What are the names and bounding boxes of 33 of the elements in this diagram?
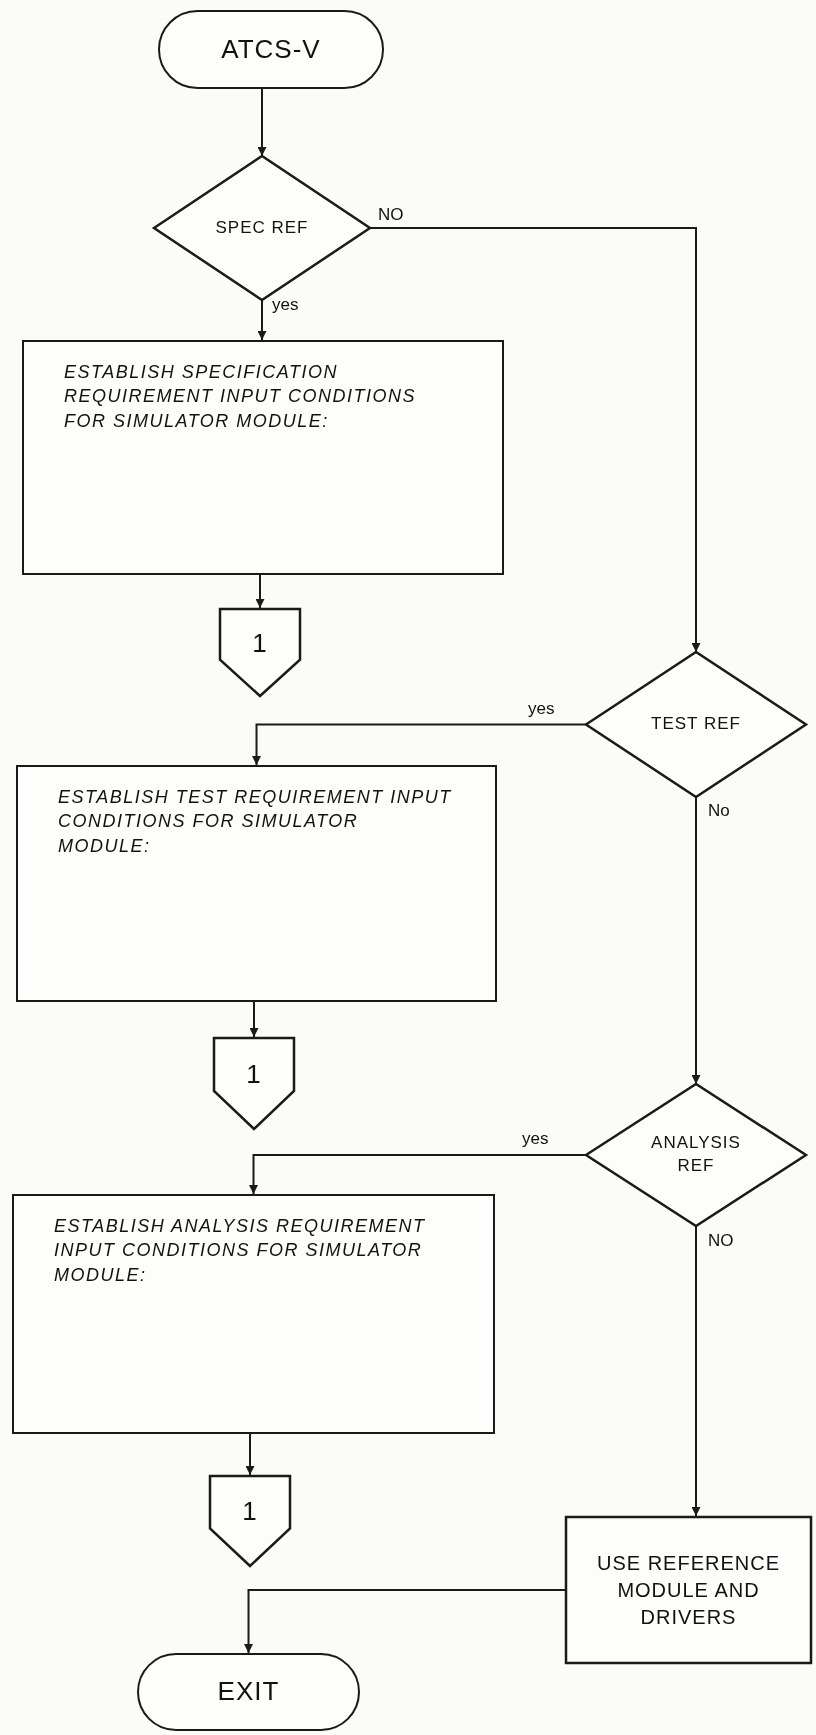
decision-diamond xyxy=(154,156,370,300)
off-page-connector xyxy=(213,1037,295,1130)
node-text: TEST REF xyxy=(651,713,741,736)
node-text: ANALYSIS REF xyxy=(650,1132,742,1177)
off-page-connector xyxy=(219,608,301,697)
arrow xyxy=(369,227,701,653)
arrow xyxy=(249,1154,587,1195)
process-box xyxy=(565,1516,812,1664)
process-box xyxy=(22,340,504,575)
arrow xyxy=(257,299,267,341)
arrow xyxy=(249,1001,259,1038)
node-text: EXIT xyxy=(217,1675,280,1709)
arrow xyxy=(691,1225,701,1517)
off-page-connector xyxy=(209,1475,291,1567)
node-text: 1 xyxy=(242,1495,258,1529)
process-box xyxy=(12,1194,495,1434)
process-box xyxy=(16,765,497,1002)
arrow xyxy=(244,1589,566,1654)
node-text: ESTABLISH SPECIFICATION REQUIREMENT INPUT CONDITIONS FOR SIMULATOR MODULE: xyxy=(64,361,417,433)
decision-diamond xyxy=(586,1084,806,1226)
node-text: USE REFERENCE MODULE AND DRIVERS xyxy=(596,1550,781,1630)
arrow xyxy=(691,796,701,1085)
arrow xyxy=(257,88,267,157)
arrow xyxy=(245,1433,255,1476)
arrow xyxy=(255,574,265,609)
decision-diamond xyxy=(586,652,806,797)
node-text: ESTABLISH TEST REQUIREMENT INPUT CONDITIONS FOR SIMULATOR MODULE: xyxy=(58,786,453,858)
arrow xyxy=(252,723,587,766)
node-text: 1 xyxy=(252,626,268,660)
node-text: SPEC REF xyxy=(215,216,309,239)
node-text: 1 xyxy=(246,1057,262,1091)
node-text: ESTABLISH ANALYSIS REQUIREMENT INPUT CONDITIONS FOR SIMULATOR MODULE: xyxy=(54,1215,427,1287)
node-text: ATCS-V xyxy=(221,32,321,66)
